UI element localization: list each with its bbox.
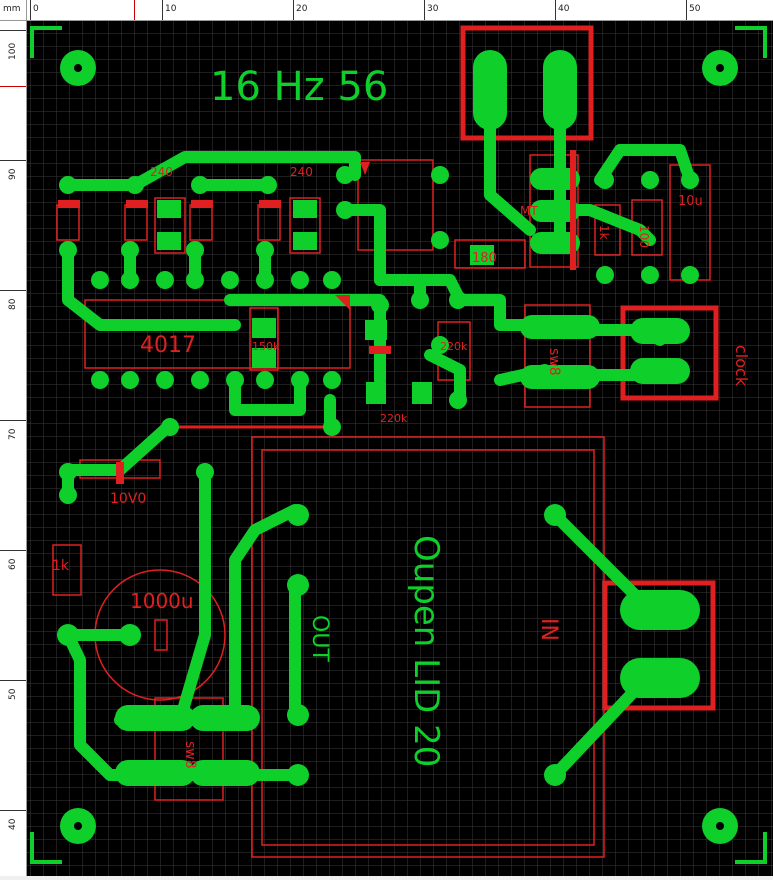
- ruler-label: 100: [8, 42, 18, 60]
- ruler-label: 40: [558, 4, 570, 14]
- ruler-cursor-marker: [134, 0, 135, 20]
- pcb-canvas[interactable]: 240 240 4017 150k 220k 220k 180 10V0 1k …: [27, 21, 773, 876]
- ruler-tick: [0, 680, 26, 681]
- label-freq: 16 Hz 56: [210, 64, 388, 110]
- label-r100: 100: [637, 225, 651, 248]
- component-marks: [58, 150, 576, 484]
- ruler-top[interactable]: 0 10 20 30 40 50: [0, 0, 773, 21]
- ruler-tick: [0, 550, 26, 551]
- ruler-label: 90: [8, 168, 18, 180]
- ruler-label: 0: [33, 4, 39, 14]
- ruler-label: 70: [8, 428, 18, 440]
- label-mt: MT: [520, 204, 538, 218]
- ruler-tick: [555, 0, 556, 20]
- ruler-tick: [30, 0, 31, 20]
- ruler-tick: [686, 0, 687, 20]
- label-r220kb: 220k: [380, 412, 408, 425]
- label-r1k-top: 1k: [597, 225, 611, 240]
- mounting-holes: [60, 50, 738, 844]
- label-r240a: 240: [150, 165, 173, 179]
- ruler-tick: [424, 0, 425, 20]
- ruler-label: 50: [689, 4, 701, 14]
- label-r150k: 150k: [252, 340, 280, 353]
- ruler-tick: [0, 290, 26, 291]
- label-c10u: 10u: [678, 194, 703, 209]
- ruler-tick: [0, 160, 26, 161]
- label-r1k-left: 1k: [52, 558, 70, 574]
- label-r220ka: 220k: [440, 340, 468, 353]
- connectors: [460, 25, 719, 711]
- ruler-label: 50: [8, 688, 18, 700]
- label-c10v0: 10V0: [110, 491, 146, 507]
- ruler-label: 60: [8, 558, 18, 570]
- label-brand: Oupen LID 20: [406, 535, 446, 767]
- label-in: IN: [536, 618, 561, 641]
- ruler-cursor-marker: [0, 86, 26, 87]
- ruler-corner: mm: [0, 0, 27, 21]
- ruler-label: 10: [165, 4, 177, 14]
- ruler-tick: [0, 810, 26, 811]
- ruler-label: 30: [427, 4, 439, 14]
- label-sw-a: sw8: [546, 348, 562, 376]
- pads-round: [57, 166, 699, 786]
- label-ic-4017: 4017: [140, 333, 196, 358]
- ruler-tick: [0, 420, 26, 421]
- label-clock: clock: [732, 345, 751, 387]
- ruler-label: 80: [8, 298, 18, 310]
- label-out: OUT: [307, 615, 332, 662]
- ruler-left[interactable]: 100 90 80 70 60 50 40: [0, 20, 27, 876]
- board-outline-corners: [30, 26, 767, 864]
- pads-oval: [115, 50, 700, 786]
- label-sw-b: sw8: [182, 741, 198, 769]
- ruler-label: 20: [296, 4, 308, 14]
- label-r180: 180: [472, 251, 497, 266]
- ruler-tick: [293, 0, 294, 20]
- pads-square: [157, 200, 494, 404]
- ruler-label: 40: [8, 818, 18, 830]
- pcb-layout[interactable]: 240 240 4017 150k 220k 220k 180 10V0 1k …: [27, 21, 773, 876]
- ruler-tick: [162, 0, 163, 20]
- label-r240b: 240: [290, 165, 313, 179]
- ruler-unit: mm: [3, 4, 21, 14]
- label-c1000u: 1000u: [130, 589, 194, 613]
- ruler-tick: [0, 30, 26, 31]
